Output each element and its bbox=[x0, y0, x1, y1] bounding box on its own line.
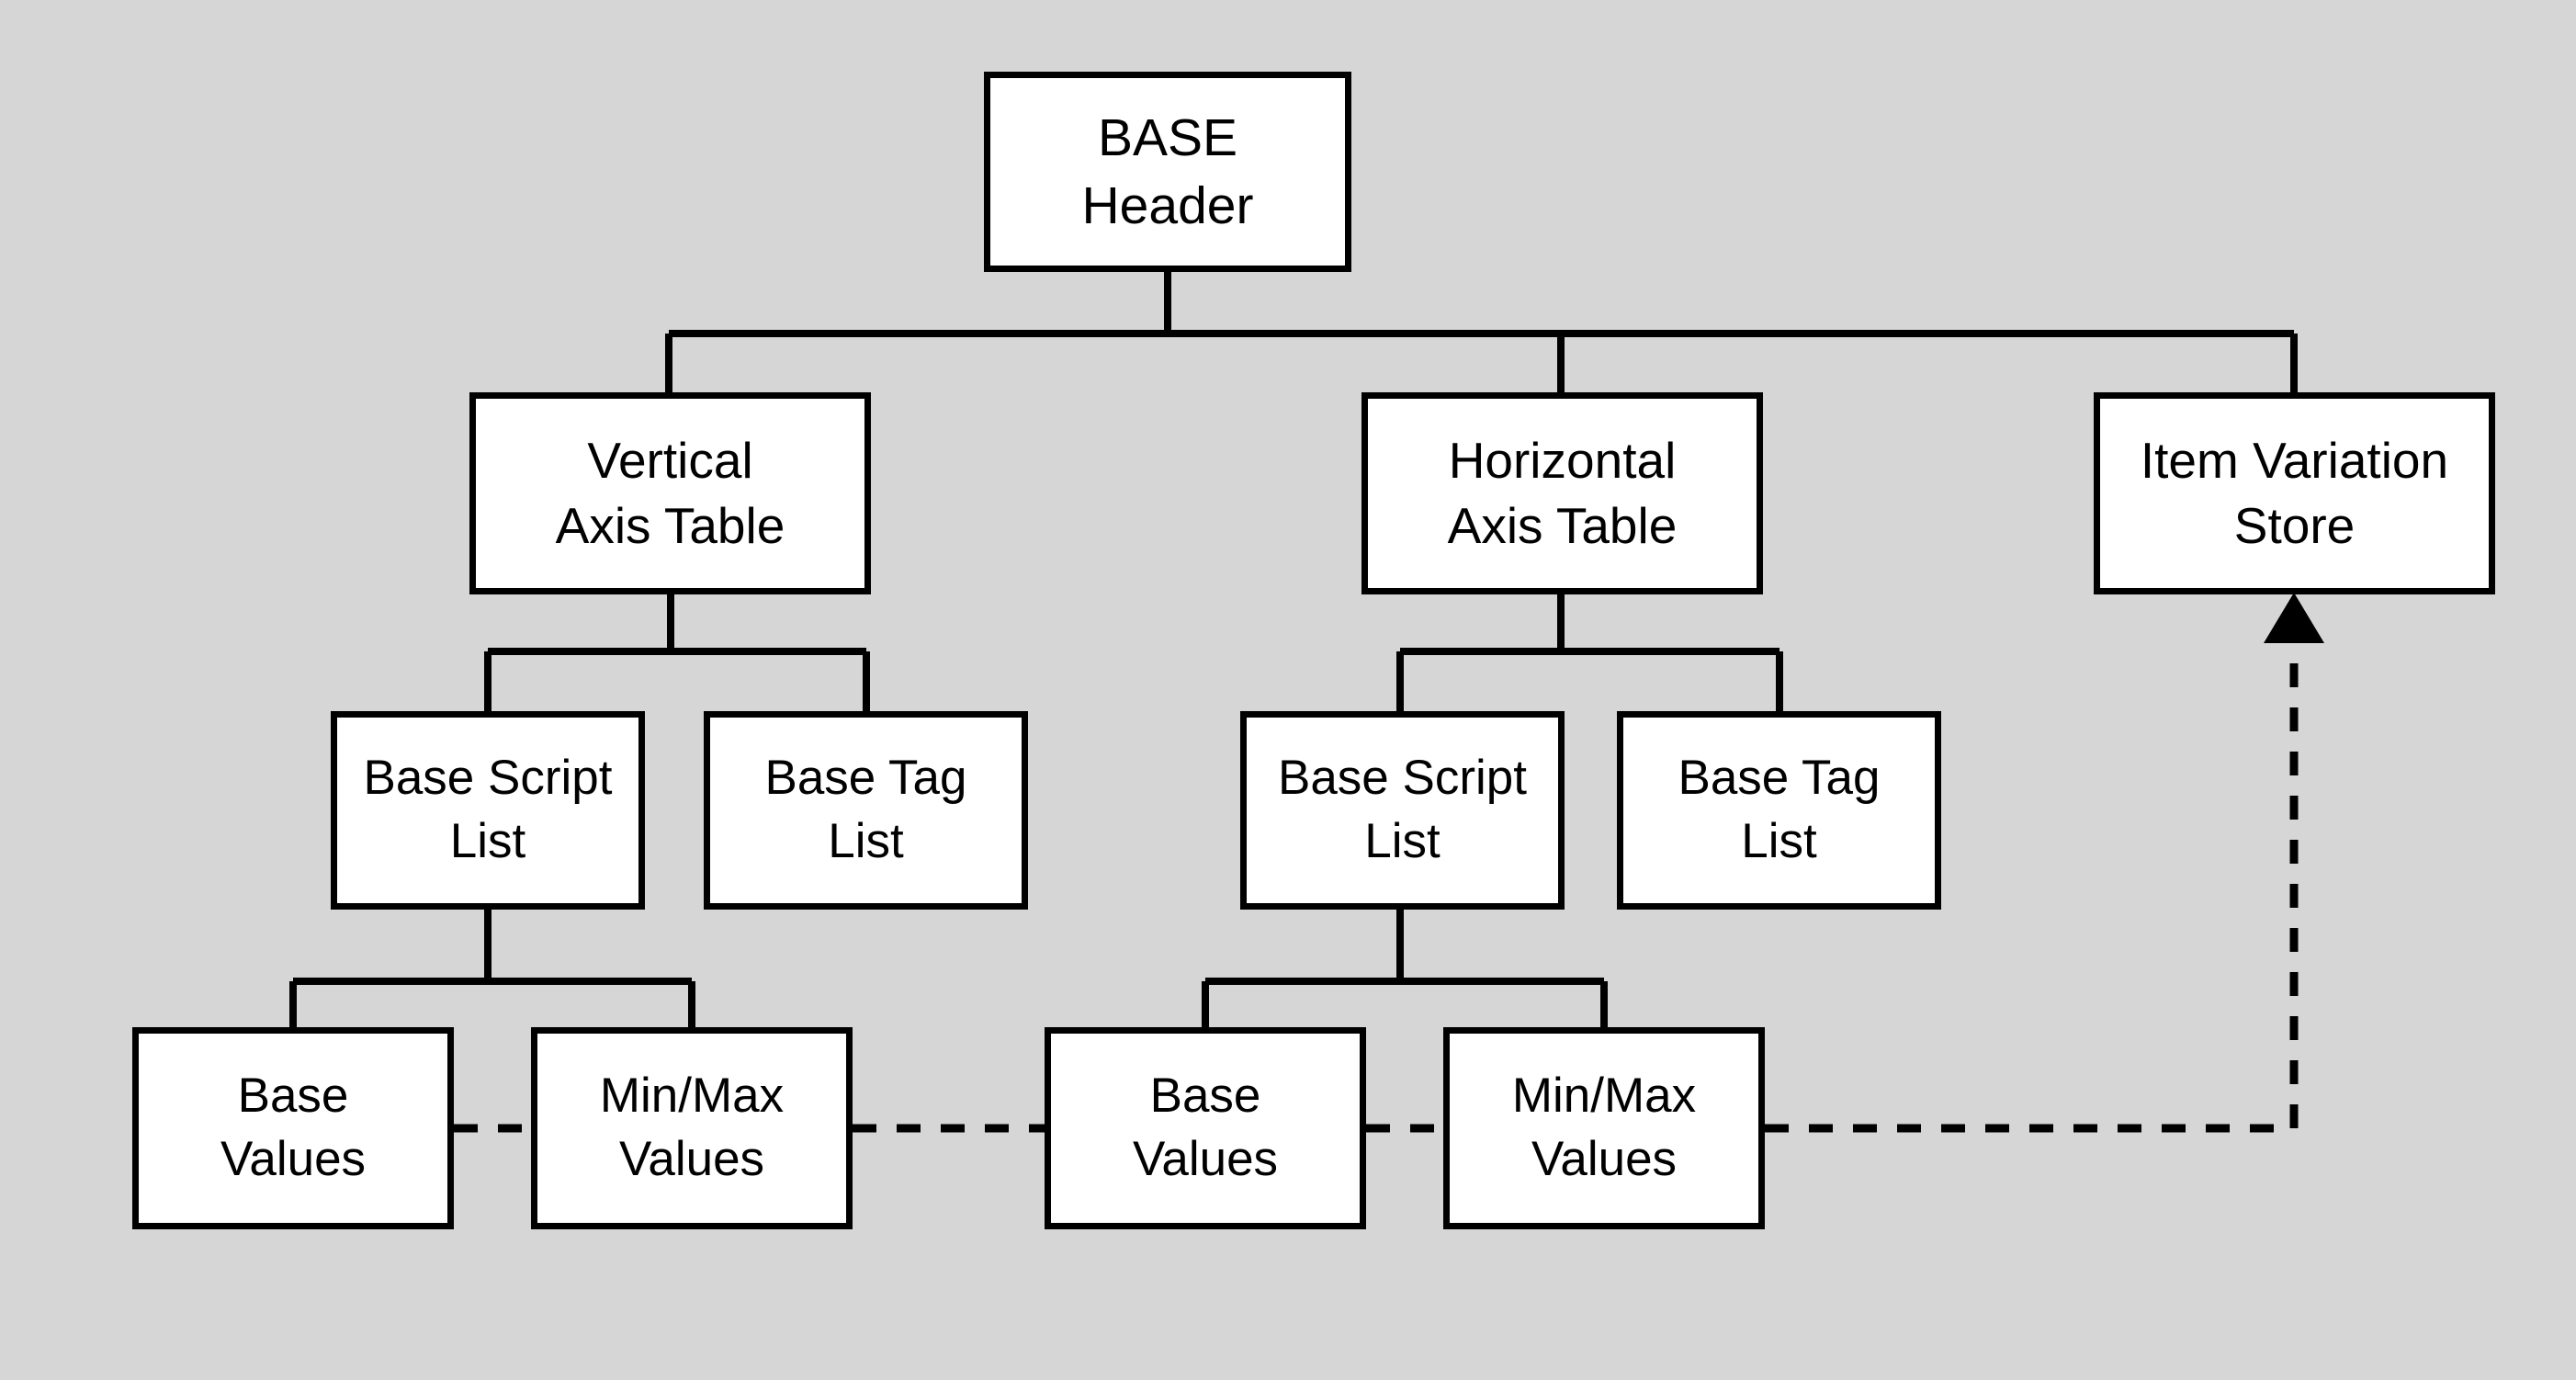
node-horizontal-base-tag-list[interactable]: Base Tag List bbox=[1617, 711, 1941, 910]
node-horizontal-minmax-values[interactable]: Min/Max Values bbox=[1443, 1027, 1765, 1229]
node-horizontal-minmax-values-line2: Values bbox=[1531, 1132, 1678, 1186]
arrowhead-icon bbox=[2264, 593, 2324, 643]
node-vertical-axis-table[interactable]: Vertical Axis Table bbox=[469, 392, 871, 594]
node-vertical-base-script-list[interactable]: Base Script List bbox=[331, 711, 645, 910]
node-horizontal-base-script-list-line1: Base Script bbox=[1277, 751, 1527, 806]
node-horizontal-axis-table-line2: Axis Table bbox=[1447, 497, 1678, 554]
node-vertical-minmax-values-line2: Values bbox=[618, 1132, 765, 1186]
node-vertical-axis-table-line2: Axis Table bbox=[555, 497, 785, 554]
node-vertical-axis-table-line1: Vertical bbox=[587, 431, 753, 489]
node-vertical-base-tag-list-line1: Base Tag bbox=[764, 751, 967, 806]
node-horizontal-base-tag-list-line2: List bbox=[1741, 814, 1817, 868]
node-vertical-minmax-values[interactable]: Min/Max Values bbox=[531, 1027, 853, 1229]
node-horizontal-base-script-list-line2: List bbox=[1364, 814, 1441, 868]
node-horizontal-axis-table-line1: Horizontal bbox=[1448, 431, 1677, 489]
node-horizontal-base-values-line2: Values bbox=[1132, 1132, 1279, 1186]
node-horizontal-base-tag-list-line1: Base Tag bbox=[1678, 751, 1881, 806]
node-vertical-base-values[interactable]: Base Values bbox=[132, 1027, 454, 1229]
node-base-header-line1: BASE bbox=[1097, 107, 1238, 167]
node-horizontal-base-values[interactable]: Base Values bbox=[1045, 1027, 1366, 1229]
node-horizontal-axis-table[interactable]: Horizontal Axis Table bbox=[1361, 392, 1763, 594]
node-item-variation-store[interactable]: Item Variation Store bbox=[2094, 392, 2495, 594]
node-vertical-base-tag-list-line2: List bbox=[828, 814, 904, 868]
node-base-header[interactable]: BASE Header bbox=[984, 72, 1351, 272]
node-vertical-base-script-list-line1: Base Script bbox=[363, 751, 613, 806]
node-vertical-base-script-list-line2: List bbox=[449, 814, 526, 868]
node-vertical-base-tag-list[interactable]: Base Tag List bbox=[704, 711, 1028, 910]
node-vertical-base-values-line2: Values bbox=[220, 1132, 367, 1186]
node-item-variation-store-line2: Store bbox=[2233, 497, 2356, 554]
node-base-header-line2: Header bbox=[1081, 176, 1254, 235]
node-horizontal-base-script-list[interactable]: Base Script List bbox=[1240, 711, 1565, 910]
node-horizontal-minmax-values-line1: Min/Max bbox=[1511, 1069, 1697, 1124]
node-item-variation-store-line1: Item Variation bbox=[2140, 431, 2449, 489]
node-vertical-base-values-line1: Base bbox=[237, 1069, 349, 1124]
node-vertical-minmax-values-line1: Min/Max bbox=[599, 1069, 785, 1124]
node-horizontal-base-values-line1: Base bbox=[1149, 1069, 1261, 1124]
